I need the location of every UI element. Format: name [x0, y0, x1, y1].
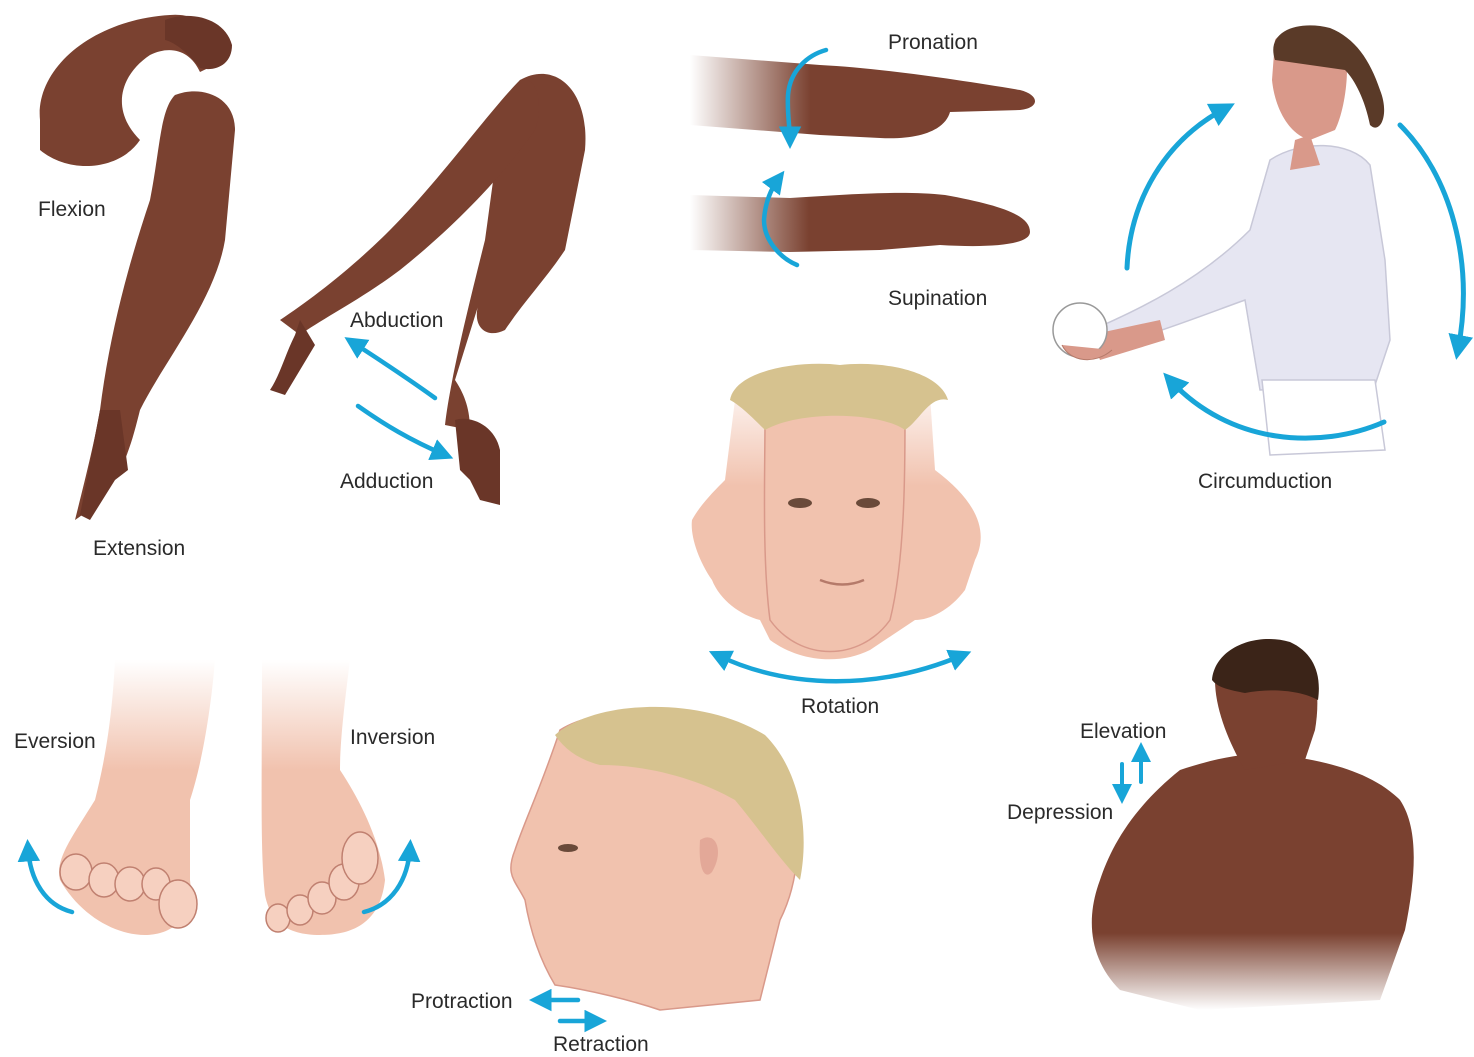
label-protraction: Protraction — [411, 991, 513, 1012]
protraction-retraction-head — [511, 707, 804, 1021]
left-eye — [788, 498, 812, 508]
pronated-forearm — [690, 55, 1035, 138]
abduction-arrow — [352, 342, 435, 398]
label-extension: Extension — [93, 538, 185, 559]
label-retraction: Retraction — [553, 1034, 649, 1055]
circumduction-figure — [1053, 25, 1463, 455]
right-eye — [856, 498, 880, 508]
abduction-adduction-arms — [270, 74, 585, 505]
label-elevation: Elevation — [1080, 721, 1166, 742]
label-depression: Depression — [1007, 802, 1113, 823]
flexion-extension-arm — [40, 15, 235, 520]
adduction-arrow — [358, 406, 445, 455]
elevation-depression-figure — [1092, 639, 1414, 1010]
label-inversion: Inversion — [350, 727, 435, 748]
profile-eye — [558, 844, 578, 852]
label-circumduction: Circumduction — [1198, 471, 1332, 492]
pronation-supination-forearms — [690, 50, 1035, 265]
eversion-inversion-feet — [28, 660, 410, 935]
label-pronation: Pronation — [888, 32, 978, 53]
pants — [1262, 380, 1385, 455]
label-rotation: Rotation — [801, 696, 879, 717]
label-supination: Supination — [888, 288, 987, 309]
extended-hand — [80, 410, 128, 520]
label-flexion: Flexion — [38, 199, 106, 220]
face-front — [764, 405, 905, 652]
rotation-heads — [692, 364, 981, 681]
label-adduction: Adduction — [340, 471, 433, 492]
circumduction-arrow-left — [1127, 108, 1226, 268]
neck — [1290, 135, 1320, 170]
fist — [165, 16, 232, 69]
hand-raised — [270, 320, 315, 395]
hand-down — [455, 419, 500, 505]
label-eversion: Eversion — [14, 731, 96, 752]
label-abduction: Abduction — [350, 310, 443, 331]
back-torso — [1092, 754, 1414, 1010]
circumduction-arrow-right — [1400, 125, 1463, 350]
supinated-forearm — [690, 193, 1030, 252]
rotation-arrow — [717, 655, 963, 681]
